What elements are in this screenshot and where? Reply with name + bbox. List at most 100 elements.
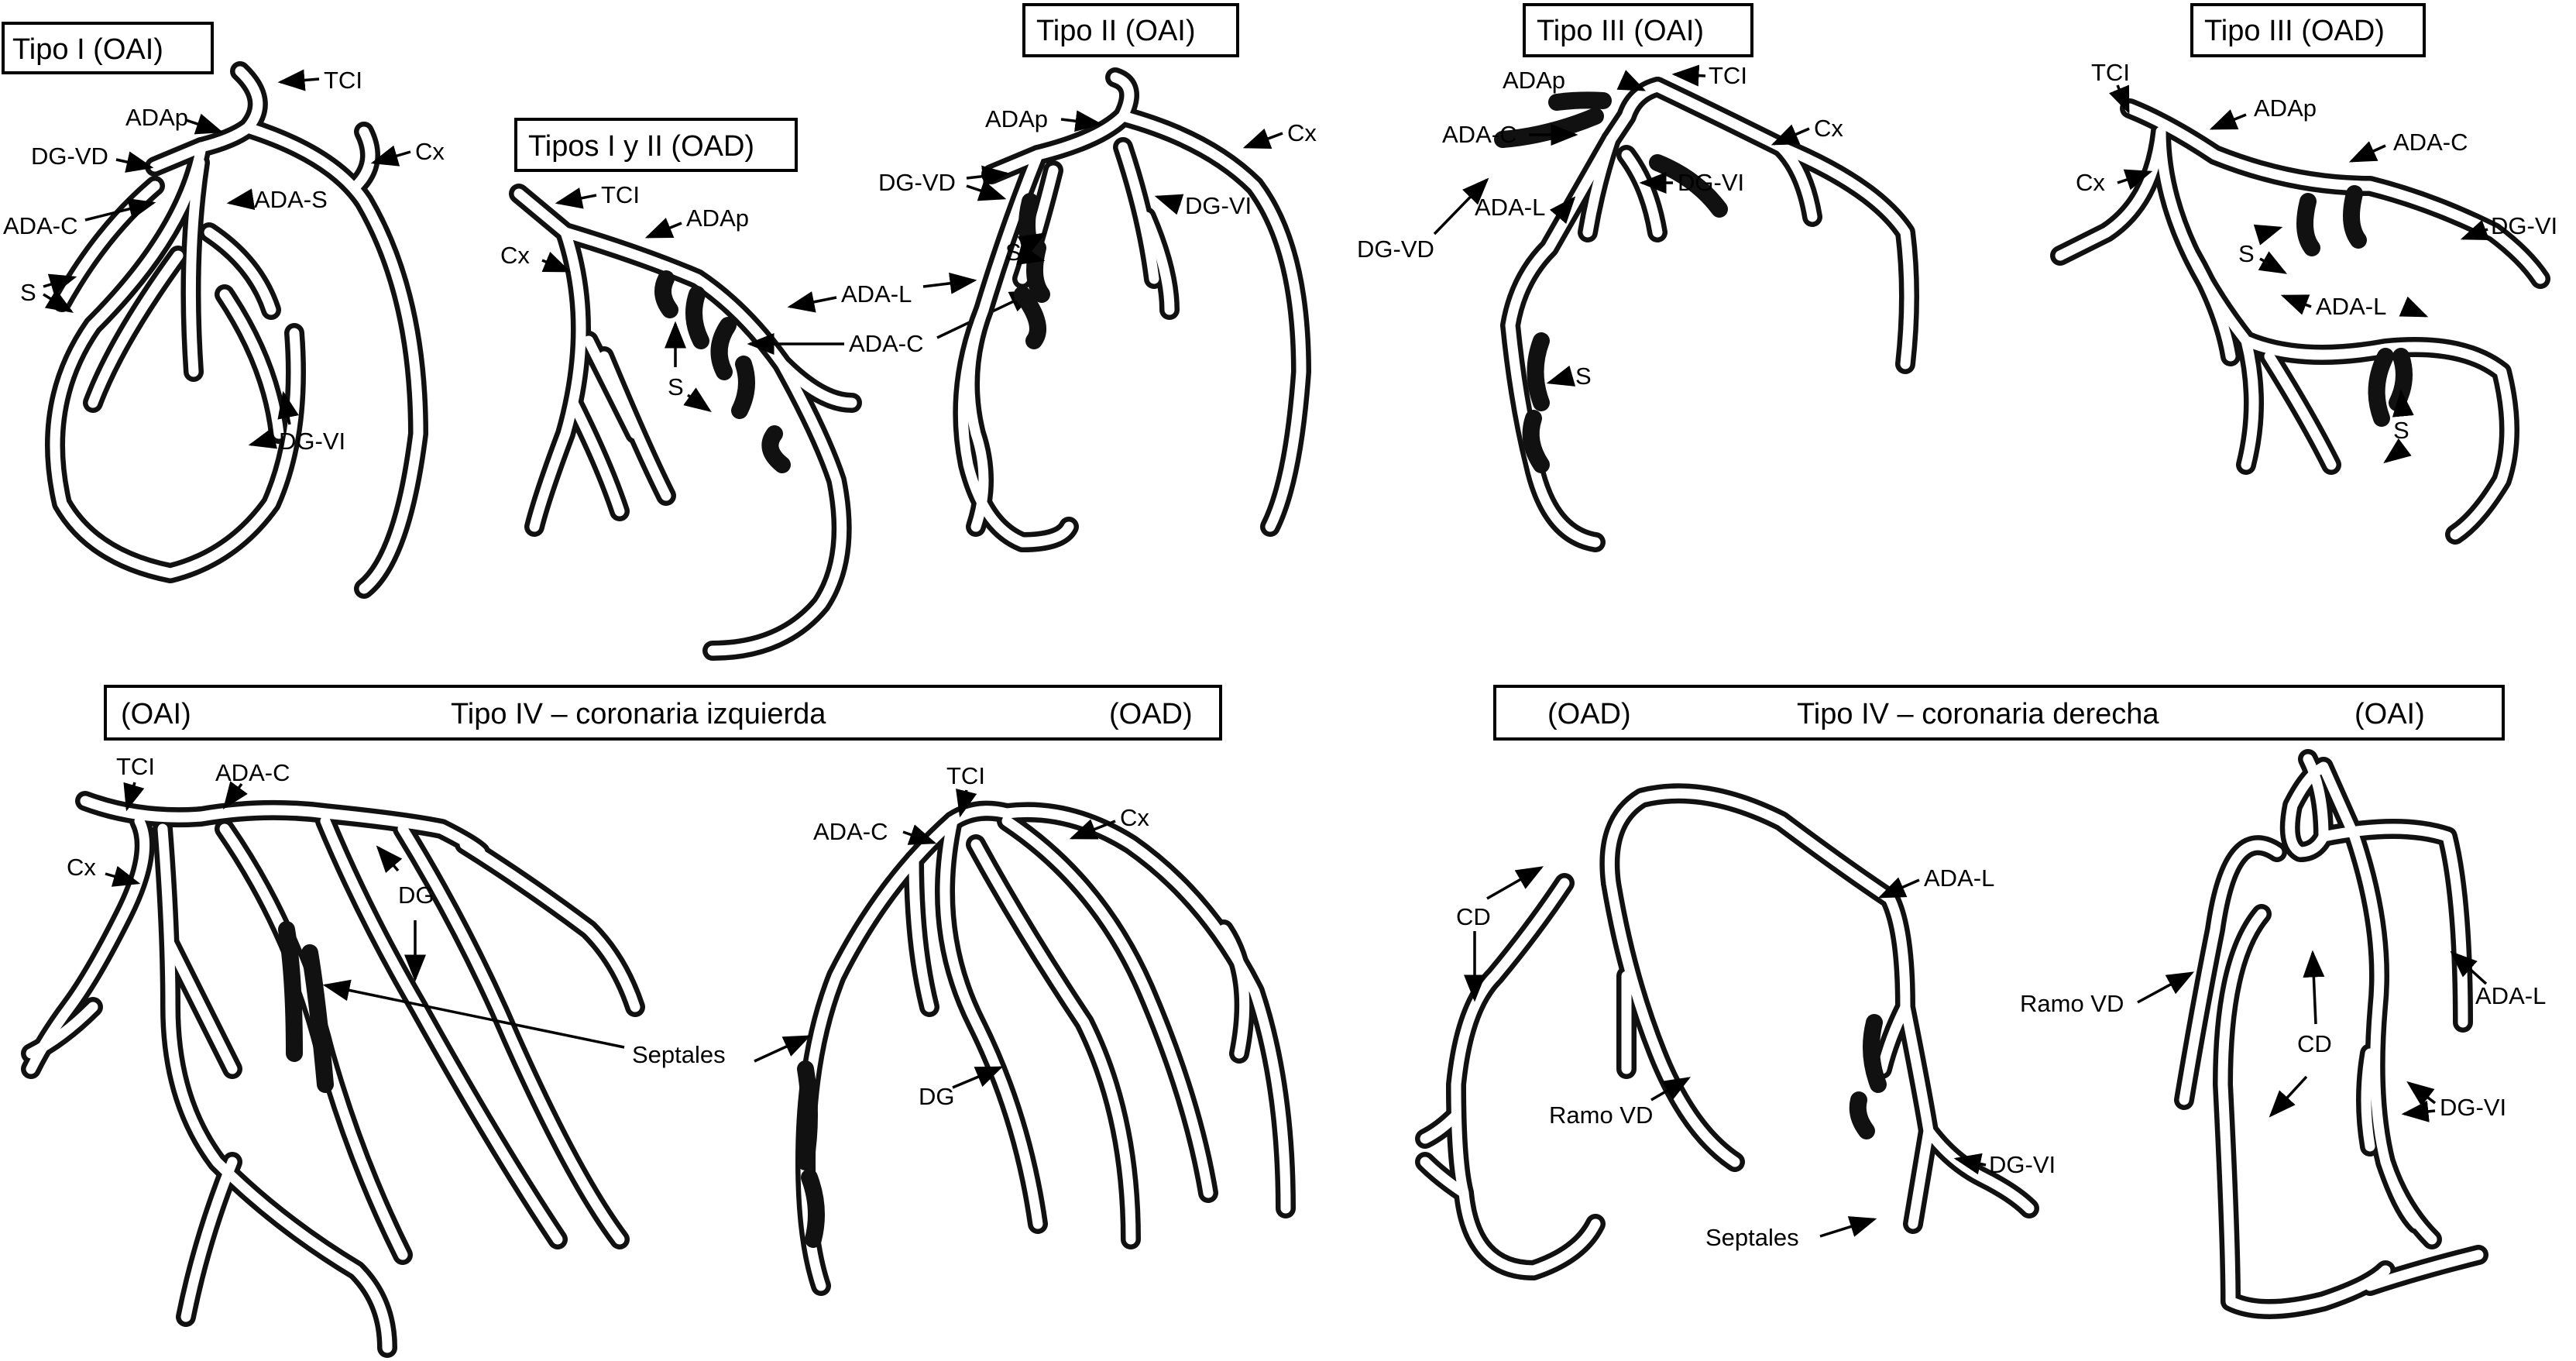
panel-title-box	[1022, 3, 1239, 57]
arrow-dg-vi-right-1	[2406, 1081, 2437, 1107]
panel-title: Tipo II (OAI)	[1036, 15, 1196, 47]
panel-title-right: (OAD)	[1109, 698, 1193, 730]
label-adap: ADAp	[686, 204, 749, 232]
panel-title-box	[1523, 3, 1753, 57]
label-ada-l-right: ADA-L	[2475, 982, 2546, 1009]
septal-2	[301, 944, 334, 1093]
label-cx: Cx	[1287, 119, 1317, 146]
vessel-cx	[1647, 77, 1919, 374]
arrow-dg-vi	[2460, 219, 2490, 241]
label-cx-left: Cx	[67, 854, 96, 881]
arrow-cx	[541, 252, 572, 273]
arrow-dg-vi-right-2	[2401, 1100, 2436, 1122]
label-cx: Cx	[415, 138, 445, 165]
label-dg-vi: DG-VI	[2491, 212, 2557, 239]
arrow-adap	[1060, 110, 1103, 132]
arrow-ada-l-2	[2399, 296, 2429, 318]
solid-branch-2	[1548, 91, 1612, 111]
vessel-tree	[953, 67, 1311, 552]
vessel-branch-4-lumen	[908, 854, 935, 1012]
vessel-cx-lumen	[242, 122, 424, 594]
vessel-branch-4-lumen	[1420, 1110, 1461, 1144]
vessel-tree	[509, 184, 862, 661]
label-dg-vi: DG-VI	[1185, 192, 1252, 219]
vessel-branch-5-lumen	[1218, 924, 1250, 1059]
septal-2	[2343, 185, 2367, 249]
vessel-main-lumen	[80, 796, 486, 857]
panel-title-box	[2190, 3, 2426, 57]
label-cd-right: CD	[2297, 1030, 2332, 1057]
septal-1	[654, 270, 678, 318]
label-ada-c: ADA-C	[3, 212, 77, 239]
label-tci-left: TCI	[116, 753, 155, 780]
label-dg-vd: DG-VD	[31, 143, 108, 170]
vessel-branch-3-lumen	[1908, 1126, 1934, 1229]
arrow-adap	[1616, 70, 1647, 91]
arrow-septales-left	[1819, 1216, 1877, 1238]
arrow-ada-s	[226, 188, 256, 211]
vessel-cx-lumen	[26, 816, 150, 1074]
septal-2	[1522, 410, 1550, 473]
vessel-ada-lumen	[50, 142, 301, 579]
arrow-tci	[2109, 84, 2130, 115]
arrow-septales-2	[754, 1035, 812, 1063]
label-s: S	[20, 279, 36, 306]
label-ada-s: ADA-S	[254, 186, 328, 213]
arrow-ada-c-right	[902, 824, 937, 845]
arrow-s-3	[2392, 389, 2414, 418]
septal-2	[801, 1169, 825, 1248]
arrow-ramo-vd-right	[2137, 971, 2195, 1004]
vessel-branch-2-lumen	[2380, 1157, 2437, 1245]
label-septales-left: Septales	[1705, 1224, 1799, 1251]
arrow-s-2	[43, 289, 74, 313]
arrow-cd-right-2	[2269, 1075, 2308, 1118]
arrow-dg-right	[952, 1066, 1004, 1089]
vessel-branch-2-lumen	[970, 839, 1136, 1245]
panel-tipo-iii-oad: Tipo III (OAD) TCI ADAp ADA-C Cx	[2050, 3, 2557, 545]
vessel-cd-lumen	[2217, 909, 2391, 1315]
vessel-cd-lumen	[1451, 878, 1601, 1276]
label-dg-right: DG	[919, 1083, 955, 1110]
vessel-tree-left	[21, 791, 645, 1358]
panel-tipo-ii-oai: Tipo II (OAI) ADAp Cx DG-VD	[878, 3, 1317, 552]
arrow-cx	[370, 145, 411, 167]
panel-title-box	[514, 118, 798, 172]
arrow-tci	[277, 69, 320, 91]
vessel-ada	[795, 811, 963, 1296]
vessel-ramo-vd-lumen	[2179, 840, 2282, 1105]
panel-title: Tipo III (OAI)	[1537, 15, 1704, 47]
label-ada-c: ADA-C	[2393, 129, 2468, 156]
panel-tipo-iii-oai: Tipo III (OAI) ADAp TCI ADA-C C	[1357, 3, 1919, 552]
label-dg-vd: DG-VD	[878, 169, 956, 196]
septal-1	[797, 1060, 818, 1170]
label-cx-right: Cx	[1120, 804, 1149, 831]
vessel-main-lumen	[2124, 103, 2546, 284]
panel-tipo-iv-izquierda: (OAI) Tipo IV – coronaria izquierda (OAD…	[21, 685, 1296, 1358]
label-ada-l-left: ADA-L	[1924, 864, 1994, 892]
label-dg-vi: DG-VI	[1678, 169, 1744, 196]
label-cx: Cx	[2076, 169, 2105, 196]
label-adap: ADAp	[985, 105, 1048, 132]
panel-tipo-iv-derecha: (OAD) Tipo IV – coronaria derecha (OAI)	[1415, 685, 2546, 1319]
vessel-branch-6-lumen	[459, 839, 641, 1012]
vessel-ramo-vd-lumen	[1606, 878, 1740, 1167]
arrow-ada-l-right	[2450, 950, 2488, 985]
vessel-branch-1-lumen	[939, 816, 1043, 1229]
label-s-1: S	[2238, 240, 2255, 267]
arrow-dg-1	[376, 845, 403, 873]
arrow-s-4	[2383, 438, 2412, 464]
vessel-branch-2-lumen	[320, 816, 563, 1245]
septal-1	[2296, 193, 2320, 256]
label-ada-l: ADA-L	[841, 280, 912, 308]
arrow-cx	[1771, 124, 1810, 146]
septal-1	[1863, 1014, 1887, 1093]
arrow-ada-c	[2348, 141, 2386, 163]
vessel-tree	[45, 61, 428, 599]
vessel-branch-3-lumen	[2186, 250, 2236, 362]
panel-title-left: (OAD)	[1547, 698, 1631, 730]
label-adap: ADAp	[125, 104, 188, 131]
vessel-branch-2-lumen	[599, 351, 671, 501]
vessel-tci-lumen	[986, 72, 1135, 180]
vessel-tree	[2050, 98, 2550, 545]
arrow-ada-c	[84, 198, 156, 222]
